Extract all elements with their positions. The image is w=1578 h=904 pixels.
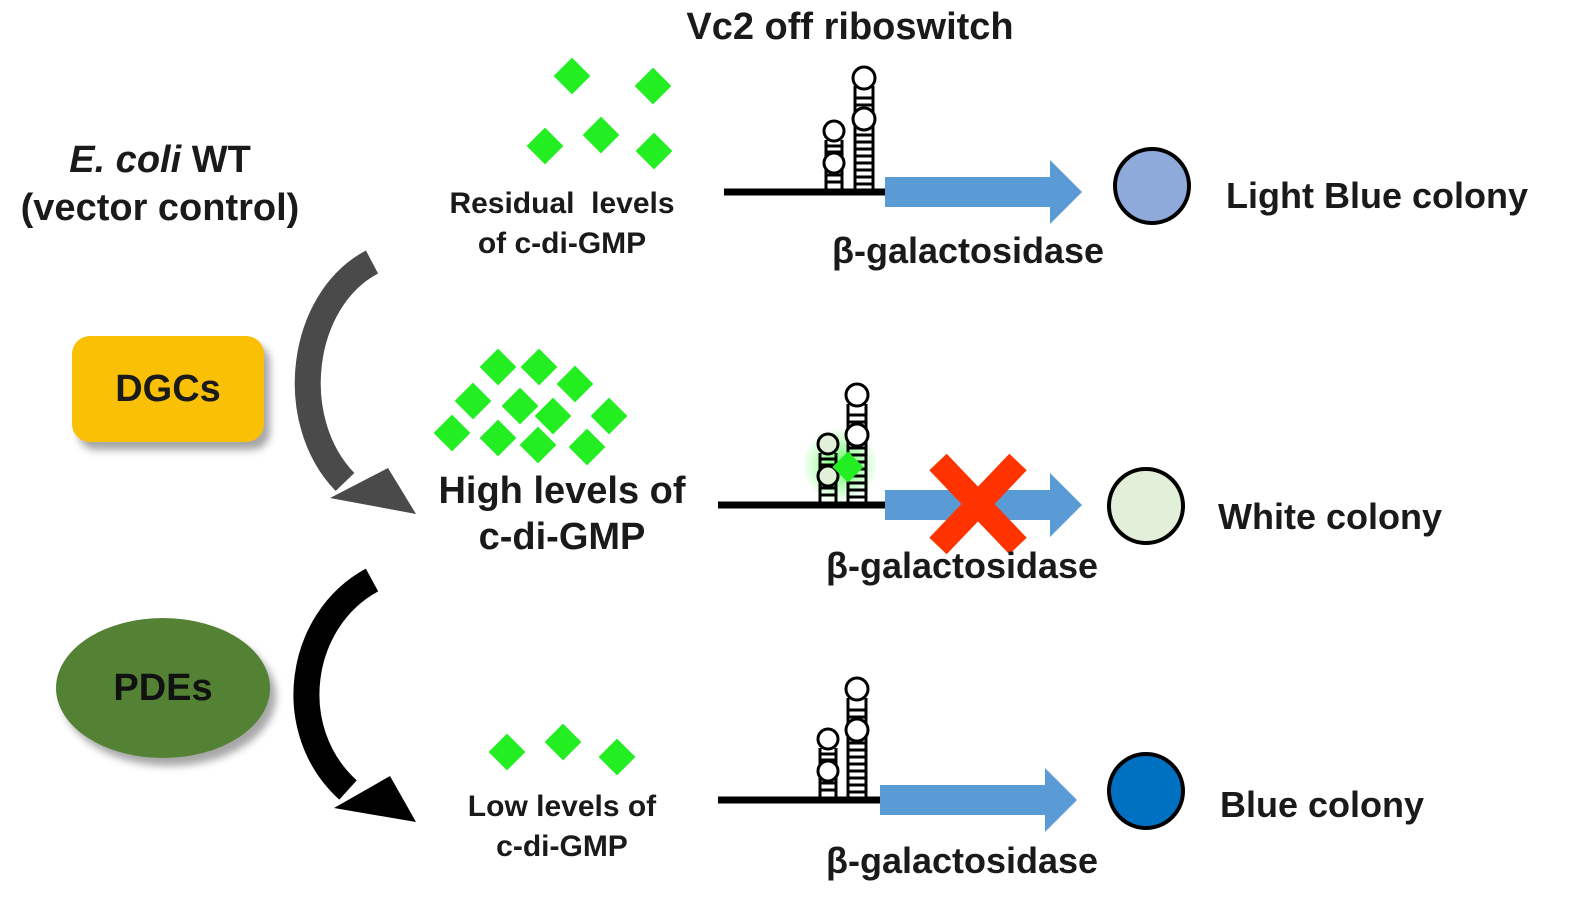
gene-label-3: β-galactosidase xyxy=(826,840,1099,881)
strain-species: E. coli xyxy=(69,139,182,181)
gene-arrow xyxy=(885,160,1082,224)
dgc-box: DGCs xyxy=(72,336,264,442)
ligand-cluster-residual xyxy=(526,57,673,170)
ligand-diamond xyxy=(520,348,558,386)
large-hairpin xyxy=(844,676,870,798)
strain-condition: (vector control) xyxy=(20,187,300,229)
level-line-1: Residual levels xyxy=(449,187,675,220)
large-hairpin xyxy=(844,382,870,503)
residual-level-label: Residual levels of c-di-GMP xyxy=(422,184,702,264)
strain-label: E. coli WT (vector control) xyxy=(0,136,320,232)
ligand-diamond xyxy=(556,365,594,403)
strain-genotype: WT xyxy=(181,139,251,181)
small-hairpin xyxy=(816,432,840,503)
high-level-label: High levels of c-di-GMP xyxy=(412,468,712,560)
ligand-diamond xyxy=(590,397,628,435)
large-hairpin xyxy=(851,65,877,190)
ligand-diamond xyxy=(488,733,526,771)
ligand-cluster-high xyxy=(433,348,628,466)
ligand-diamond xyxy=(479,419,517,457)
ligand-diamond xyxy=(568,428,606,466)
small-hairpin xyxy=(822,119,846,190)
pde-curved-arrow xyxy=(293,568,416,822)
level-line-2: c-di-GMP xyxy=(496,830,628,863)
ligand-diamond xyxy=(534,397,572,435)
colony-label-3: Blue colony xyxy=(1220,784,1425,825)
blue-colony-circle xyxy=(1107,752,1185,830)
gene-label-1: β-galactosidase xyxy=(832,230,1105,271)
ligand-cluster-low xyxy=(488,723,636,776)
ligand-diamond xyxy=(635,132,673,170)
ligand-diamond xyxy=(544,723,582,761)
riboswitch-construct-1 xyxy=(724,65,1082,224)
ligand-diamond xyxy=(479,348,517,386)
gene-label-2: β-galactosidase xyxy=(826,545,1099,586)
ligand-diamond xyxy=(454,382,492,420)
ligand-diamond xyxy=(598,738,636,776)
pde-label: PDEs xyxy=(113,666,213,709)
level-line-1: Low levels of xyxy=(467,790,657,823)
level-line-2: of c-di-GMP xyxy=(477,227,647,260)
ligand-diamond xyxy=(582,116,620,154)
small-hairpin xyxy=(816,727,840,798)
white-colony-circle xyxy=(1107,467,1185,545)
riboswitch-construct-3 xyxy=(718,676,1077,832)
dgc-label: DGCs xyxy=(115,367,221,410)
pde-ellipse: PDEs xyxy=(56,618,270,758)
riboswitch-construct-2 xyxy=(718,382,1082,555)
dgc-curved-arrow xyxy=(294,250,416,514)
diagram-title: Vc2 off riboswitch xyxy=(686,6,1014,48)
low-level-label: Low levels of c-di-GMP xyxy=(432,787,692,867)
level-line-1: High levels of xyxy=(438,470,686,512)
ligand-diamond xyxy=(553,57,591,95)
ligand-diamond xyxy=(526,127,564,165)
ligand-diamond xyxy=(501,387,539,425)
ligand-diamond xyxy=(519,426,557,464)
ligand-diamond xyxy=(433,414,471,452)
light-blue-colony-circle xyxy=(1113,147,1191,225)
level-line-2: c-di-GMP xyxy=(478,516,646,558)
blocked-x-mark xyxy=(929,453,1027,555)
ligand-diamond xyxy=(634,67,672,105)
bound-ligand xyxy=(832,451,864,483)
colony-label-1: Light Blue colony xyxy=(1226,175,1528,216)
gene-arrow xyxy=(880,768,1077,832)
colony-label-2: White colony xyxy=(1218,496,1442,537)
